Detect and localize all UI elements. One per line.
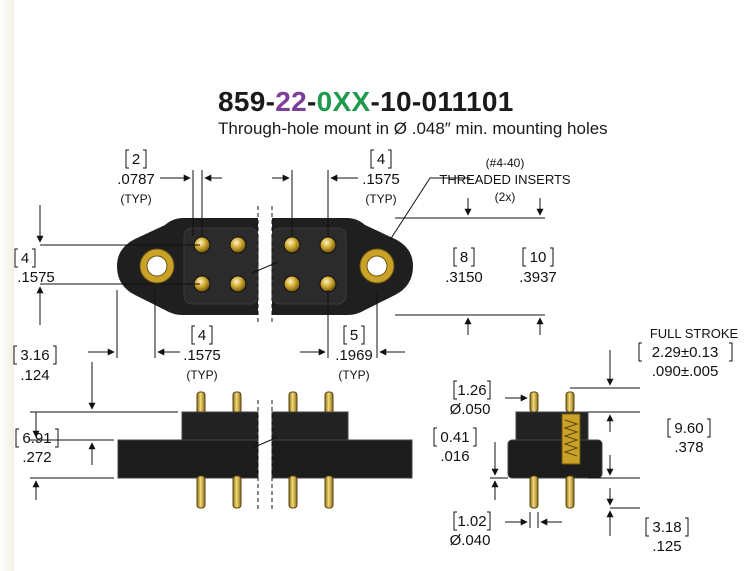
dim-318-in: .125	[652, 538, 681, 555]
bracket	[453, 511, 491, 531]
dim-041-mm: 0.41	[440, 429, 469, 446]
side-pin-top	[232, 391, 242, 415]
side-pin-top	[196, 391, 206, 415]
dim-pitch-small-note: (TYP)	[120, 192, 151, 206]
top-view	[117, 206, 413, 325]
dim-bot-right-mm: 5	[350, 327, 358, 344]
stroke-mm: 2.29±0.13	[652, 344, 719, 361]
end-pin-bottom	[565, 475, 575, 509]
break-mark	[251, 436, 279, 449]
bracket	[370, 149, 392, 169]
contact-pin	[319, 275, 337, 293]
bracket	[453, 247, 475, 267]
part-dash: -	[307, 86, 317, 117]
part-suffix: -10-011101	[370, 86, 514, 117]
dim-h8-mm: 8	[460, 249, 468, 266]
dim-318-mm: 3.18	[652, 519, 681, 536]
side-pin-bottom	[196, 475, 206, 509]
dim-a-mm: 3.16	[20, 347, 49, 364]
part-prefix: 859-	[218, 86, 276, 117]
side-pin-bottom	[232, 475, 242, 509]
bracket	[645, 517, 689, 537]
bracket	[125, 149, 147, 169]
dim-960-in: .378	[674, 439, 703, 456]
bracket	[343, 325, 365, 345]
spring-coil	[563, 419, 579, 457]
dim-h10-mm: 10	[530, 249, 547, 266]
dia-top-in: Ø.050	[450, 401, 491, 418]
pin-field-left	[183, 227, 259, 305]
dim-pitch-small-mm: 2	[132, 151, 140, 168]
dia-top-mm: 1.26	[457, 382, 486, 399]
bracket	[453, 380, 491, 400]
dim-bot-left-note: (TYP)	[186, 368, 217, 382]
insert-count: (2x)	[495, 190, 516, 204]
end-pin-top	[529, 391, 539, 413]
insert-label: THREADED INSERTS	[439, 172, 571, 187]
end-pin-top	[565, 391, 575, 413]
contact-pin	[319, 236, 337, 254]
dim-960-mm: 9.60	[674, 420, 703, 437]
side-body-upper-right	[271, 411, 349, 443]
top-view-dimension-lines	[36, 170, 545, 358]
threaded-insert-right-hole	[366, 255, 388, 277]
dim-b-mm: 6.91	[22, 430, 51, 447]
side-flange-left	[117, 439, 259, 479]
dia-bot-mm: 1.02	[457, 513, 486, 530]
end-view-dimension-lines	[490, 350, 640, 536]
contact-pin	[283, 275, 301, 293]
dim-bot-right-note: (TYP)	[338, 368, 369, 382]
part-number-title: 859-22-0XX-10-011101	[218, 86, 514, 118]
bracket	[14, 248, 36, 268]
dim-left-mm: 4	[21, 250, 29, 267]
side-body-upper-left	[181, 411, 259, 443]
dim-h8-in: .3150	[445, 269, 483, 286]
side-pin-bottom	[324, 475, 334, 509]
bracket	[13, 345, 57, 365]
contact-pin	[283, 236, 301, 254]
insert-spec: (#4-40)	[486, 156, 525, 170]
dim-h10-in: .3937	[519, 269, 557, 286]
dim-pitch-small-in: .0787	[117, 171, 155, 188]
dim-bot-left-in: .1575	[183, 347, 221, 364]
threaded-insert-left-hole	[146, 255, 168, 277]
dim-row-in: .1575	[362, 171, 400, 188]
dim-b-in: .272	[22, 449, 51, 466]
part-pins: 22	[275, 86, 307, 117]
side-pin-bottom	[288, 475, 298, 509]
side-pin-top	[288, 391, 298, 415]
mounting-subtitle: Through-hole mount in Ø .048″ min. mount…	[218, 119, 608, 138]
dim-a-in: .124	[20, 367, 49, 384]
break-mark	[251, 261, 279, 274]
dim-row-note: (TYP)	[365, 192, 396, 206]
contact-pin	[229, 236, 247, 254]
dim-left-in: .1575	[17, 269, 55, 286]
stroke-in: .090±.005	[652, 363, 719, 380]
dim-bot-right-in: .1969	[335, 347, 373, 364]
full-stroke-label: FULL STROKE	[650, 326, 739, 341]
bracket	[433, 427, 477, 447]
dia-bot-in: Ø.040	[450, 532, 491, 549]
bracket	[667, 418, 711, 438]
dim-041-in: .016	[440, 448, 469, 465]
side-view-dimension-lines	[30, 362, 178, 500]
part-xx: 0XX	[316, 86, 371, 117]
end-pin-bottom	[529, 475, 539, 509]
dim-bot-left-mm: 4	[198, 327, 206, 344]
side-flange-right	[271, 439, 413, 479]
side-view	[117, 391, 413, 510]
left-edge-shade	[0, 0, 14, 571]
pin-field-right	[271, 227, 347, 305]
bracket	[638, 342, 733, 362]
bracket	[15, 428, 59, 448]
side-pin-top	[324, 391, 334, 415]
bracket	[191, 325, 213, 345]
bracket	[522, 247, 554, 267]
contact-pin	[229, 275, 247, 293]
dim-row-mm: 4	[377, 151, 385, 168]
end-view	[507, 391, 603, 509]
end-flange	[507, 439, 603, 479]
